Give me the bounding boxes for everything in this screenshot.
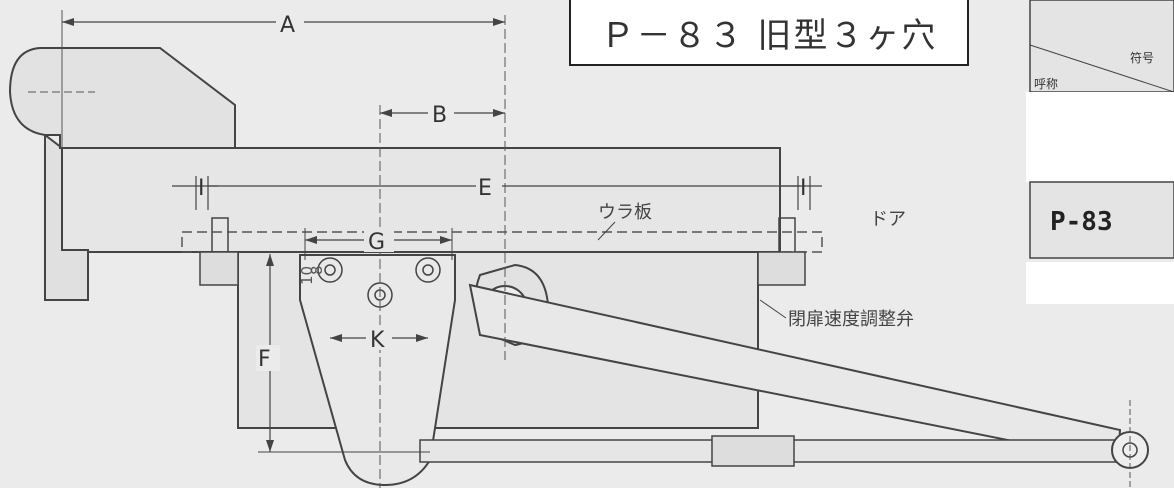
label-back-plate: ウラ板 [598, 202, 652, 223]
spec-table-row [1029, 181, 1174, 259]
label-speed-valve: 閉扉速度調整弁 [788, 309, 914, 330]
dim-e: E [478, 176, 492, 201]
dim-g: G [368, 230, 385, 255]
hole-3 [415, 257, 441, 283]
dim-b: B [432, 103, 447, 128]
page-title: Ｐ－８３ 旧型３ヶ穴 [600, 15, 938, 56]
label-door: ドア [870, 209, 906, 230]
dim-k: K [370, 328, 385, 353]
dim-f: F [258, 347, 271, 372]
dim-10: 10 [298, 266, 316, 285]
spec-table-header [1029, 0, 1174, 93]
dim-8: 8 [308, 265, 326, 275]
dim-i-right: I [800, 176, 807, 201]
door-panel [61, 147, 781, 253]
dim-i-left: I [198, 176, 205, 201]
arm-mount [8, 47, 236, 149]
title-box: Ｐ－８３ 旧型３ヶ穴 [569, 0, 969, 66]
hole-1 [317, 257, 343, 283]
dim-a: A [280, 13, 295, 38]
table-model: P-83 [1050, 207, 1113, 237]
table-symbol-header: 符号 [1130, 50, 1154, 65]
table-name-header: 呼称 [1034, 77, 1058, 91]
